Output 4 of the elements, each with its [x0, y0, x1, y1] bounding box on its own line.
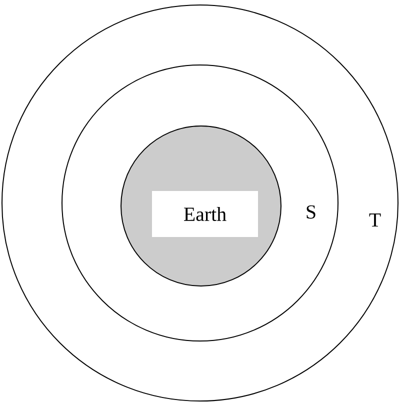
- orbit-circle: [2, 4, 398, 402]
- orbit-label: T: [369, 213, 381, 227]
- orbit-label: S: [306, 205, 316, 219]
- orbit-circle: [62, 64, 338, 342]
